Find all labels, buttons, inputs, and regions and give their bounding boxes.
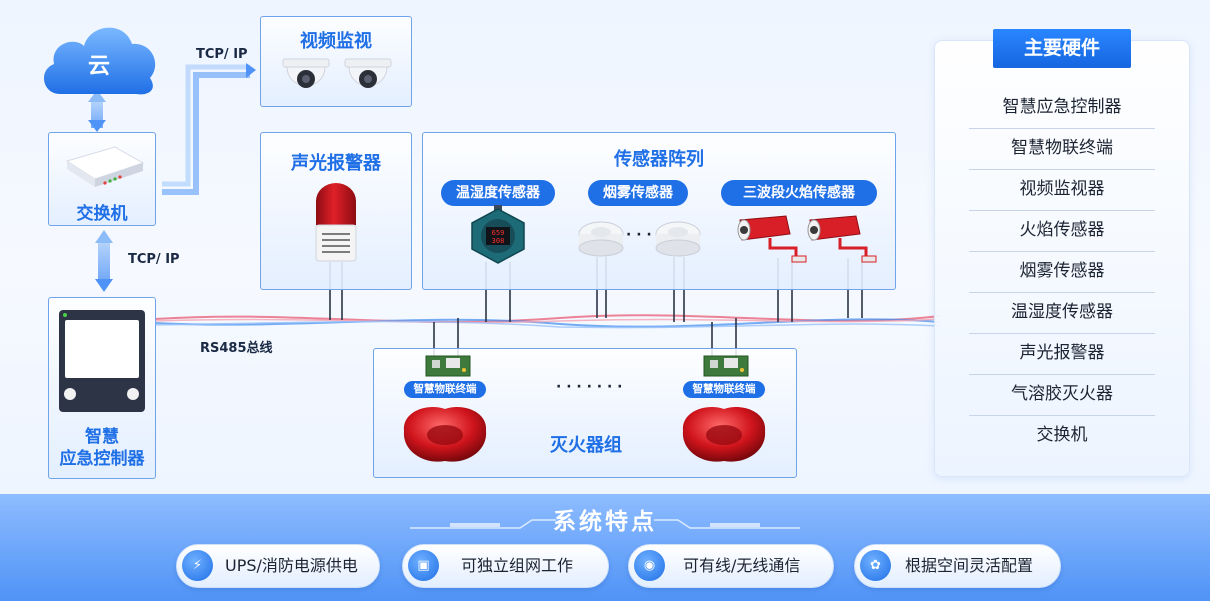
dome-camera-icons xyxy=(282,58,392,88)
power-icon: ⚡ xyxy=(182,550,213,581)
main-hardware-title: 主要硬件 xyxy=(993,29,1131,68)
feature-text: UPS/消防电源供电 xyxy=(225,556,358,575)
cloud-switch-link xyxy=(88,90,106,132)
smoke-detector-left-icon xyxy=(578,221,624,257)
main-hardware-panel: 主要硬件 智慧应急控制器 智慧物联终端 视频监视器 火焰传感器 烟雾传感器 温湿… xyxy=(934,29,1190,477)
cloud-label: 云 xyxy=(87,54,110,79)
video-title: 视频监视 xyxy=(300,31,372,52)
video-box: 视频监视 xyxy=(260,16,412,107)
controller-box: 智慧 应急控制器 xyxy=(48,297,156,479)
cloud-icon xyxy=(43,27,156,95)
tcp-ip-label-mid: TCP/ IP xyxy=(128,252,180,267)
chip-icon: ▣ xyxy=(408,550,439,581)
humidity-display-line1: 659 xyxy=(491,229,505,237)
switch-video-link xyxy=(162,63,256,195)
feature-wired-wireless: ◉ 可有线/无线通信 xyxy=(628,544,834,588)
feature-text: 可有线/无线通信 xyxy=(683,556,801,575)
iot-terminal-board-left-icon xyxy=(425,355,471,377)
extinguisher-group-title: 灭火器组 xyxy=(550,435,622,456)
iot-terminal-board-right-icon xyxy=(703,355,749,377)
switch-controller-link xyxy=(95,230,113,292)
humidity-display-reading: 659 308 xyxy=(488,229,508,245)
smoke-ellipsis: · · · xyxy=(626,227,652,243)
system-features-title: 系统特点 xyxy=(553,509,657,535)
hardware-item: 交换机 xyxy=(1036,425,1088,445)
smoke-sensor-label: 烟雾传感器 xyxy=(588,180,688,206)
signal-icon: ◉ xyxy=(634,550,665,581)
flame-sensor-left-icon xyxy=(737,215,807,263)
controller-device xyxy=(59,310,145,412)
cloud: 云 xyxy=(38,18,160,98)
flame-sensor-label: 三波段火焰传感器 xyxy=(721,180,877,206)
switch-device-icon xyxy=(65,146,145,187)
switch-label: 交换机 xyxy=(76,204,128,224)
dome-camera-right-icon xyxy=(344,58,392,88)
feature-text: 可独立组网工作 xyxy=(461,556,574,575)
hardware-item: 视频监视器 xyxy=(969,169,1155,211)
controller-screen xyxy=(65,320,139,378)
hardware-item: 烟雾传感器 xyxy=(969,251,1155,293)
config-icon: ✿ xyxy=(860,550,891,581)
controller-label-line2: 应急控制器 xyxy=(59,449,145,469)
humidity-sensor-label: 温湿度传感器 xyxy=(441,180,555,206)
iot-terminal-label-left: 智慧物联终端 xyxy=(404,381,486,398)
hardware-item: 智慧物联终端 xyxy=(969,128,1155,170)
humidity-sensor-icon xyxy=(471,205,525,264)
iot-terminal-label-right: 智慧物联终端 xyxy=(683,381,765,398)
dome-camera-left-icon xyxy=(282,58,330,88)
rs485-bus-label: RS485总线 xyxy=(200,341,273,356)
humidity-display-line2: 308 xyxy=(491,237,505,245)
aerosol-extinguisher-right-icon xyxy=(682,407,766,462)
feature-independent-network: ▣ 可独立组网工作 xyxy=(402,544,609,588)
hardware-item: 声光报警器 xyxy=(969,333,1155,375)
extinguisher-ellipsis: · · · · · · · xyxy=(556,379,623,395)
tcp-ip-label-top: TCP/ IP xyxy=(196,47,248,62)
flame-sensor-right-icon xyxy=(807,215,877,263)
footer-title-decoration xyxy=(410,519,800,529)
feature-text: 根据空间灵活配置 xyxy=(905,556,1034,575)
controller-label-line1: 智慧 xyxy=(85,427,119,447)
siren-icon xyxy=(315,183,357,262)
alarm-box: 声光报警器 xyxy=(260,132,412,290)
smoke-detector-right-icon xyxy=(655,221,701,257)
hardware-item: 智慧应急控制器 xyxy=(969,87,1155,129)
hardware-item: 气溶胶灭火器 xyxy=(969,374,1155,416)
system-features-footer: 系统特点 ⚡ UPS/消防电源供电 ▣ 可独立组网工作 ◉ 可有线/无线通信 ✿… xyxy=(0,494,1210,601)
power-led-icon xyxy=(63,313,67,317)
rs485-bus xyxy=(154,314,941,329)
aerosol-extinguisher-left-icon xyxy=(403,407,487,462)
feature-flexible-config: ✿ 根据空间灵活配置 xyxy=(854,544,1061,588)
switch-box: 交换机 xyxy=(48,132,156,226)
hardware-item: 火焰传感器 xyxy=(969,210,1155,252)
alarm-title: 声光报警器 xyxy=(291,153,381,174)
sensor-array-title: 传感器阵列 xyxy=(614,149,704,170)
controller-button-left xyxy=(64,388,76,400)
controller-button-right xyxy=(127,388,139,400)
feature-power-supply: ⚡ UPS/消防电源供电 xyxy=(176,544,380,588)
hardware-item: 温湿度传感器 xyxy=(969,292,1155,334)
